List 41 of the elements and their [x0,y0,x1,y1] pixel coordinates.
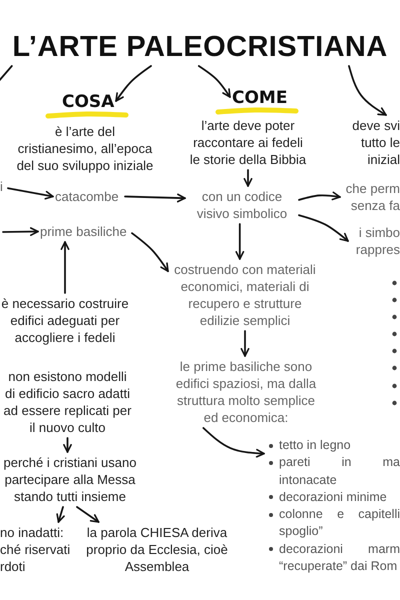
list-item: decorazioni marm “recuperate” dai Rom [266,540,400,576]
arrow [76,506,100,523]
section-heading: COSA [62,92,114,112]
note-text: i simbo rappres [350,224,400,258]
note-text: costruendo con materiali economici, materiali di recupero e strutture edilizie semplici [170,261,320,329]
arrow [124,194,186,202]
section-heading: COME [232,88,284,108]
arrow [7,187,54,200]
note-text: no inadatti: ché riservati rdoti [0,524,78,575]
arrow [348,65,387,116]
note-text: non esistono modelli di edificio sacro adatti ad essere replicati per il nuovo culto [2,368,133,436]
note-text: la parola CHIESA deriva proprio da Ecclesia, cioè Assemblea [84,524,230,575]
note-text: catacombe [55,188,123,205]
arrow [56,506,65,523]
note-text: prime basiliche [40,223,130,240]
arrow [60,241,70,294]
list-item: decorazioni minime [266,488,400,506]
connector-line [0,65,13,83]
list-item: tetto in legno [266,437,400,454]
note-text: l’arte deve poter raccontare ai fedeli le storie della Bibbia [188,117,308,168]
note-text: le prime basiliche sono edifici spaziosi, ma dalla struttura molto semplice ed economica: [175,358,317,426]
note-text: è l’arte del cristianesimo, all’epoca del suo sviluppo iniziale [16,123,154,174]
arrow [63,437,72,453]
note-text: perché i cristiani usano partecipare alla Messa stando tutti insieme [0,454,140,505]
arrow [235,223,244,260]
arrow [240,330,250,357]
arrow [2,227,39,236]
note-text: con un codice visivo simbolico [187,188,297,222]
arrow [131,232,169,272]
note-text: i [0,178,6,195]
note-text: deve svi tutto le inizial [344,117,400,168]
arrow [298,214,349,242]
list-item: colonne e capitelli spoglio” [266,506,400,541]
arrow [298,192,341,201]
arrow [115,65,152,102]
arrow [244,169,252,187]
note-text: è necessario costruire edifici adeguati per accogliere i fedeli [0,295,130,346]
note-text: che perm senza fa [342,180,400,214]
title: L’ARTE PALEOCRISTIANA [4,30,396,64]
arrow [198,65,231,98]
arrow [202,427,265,458]
